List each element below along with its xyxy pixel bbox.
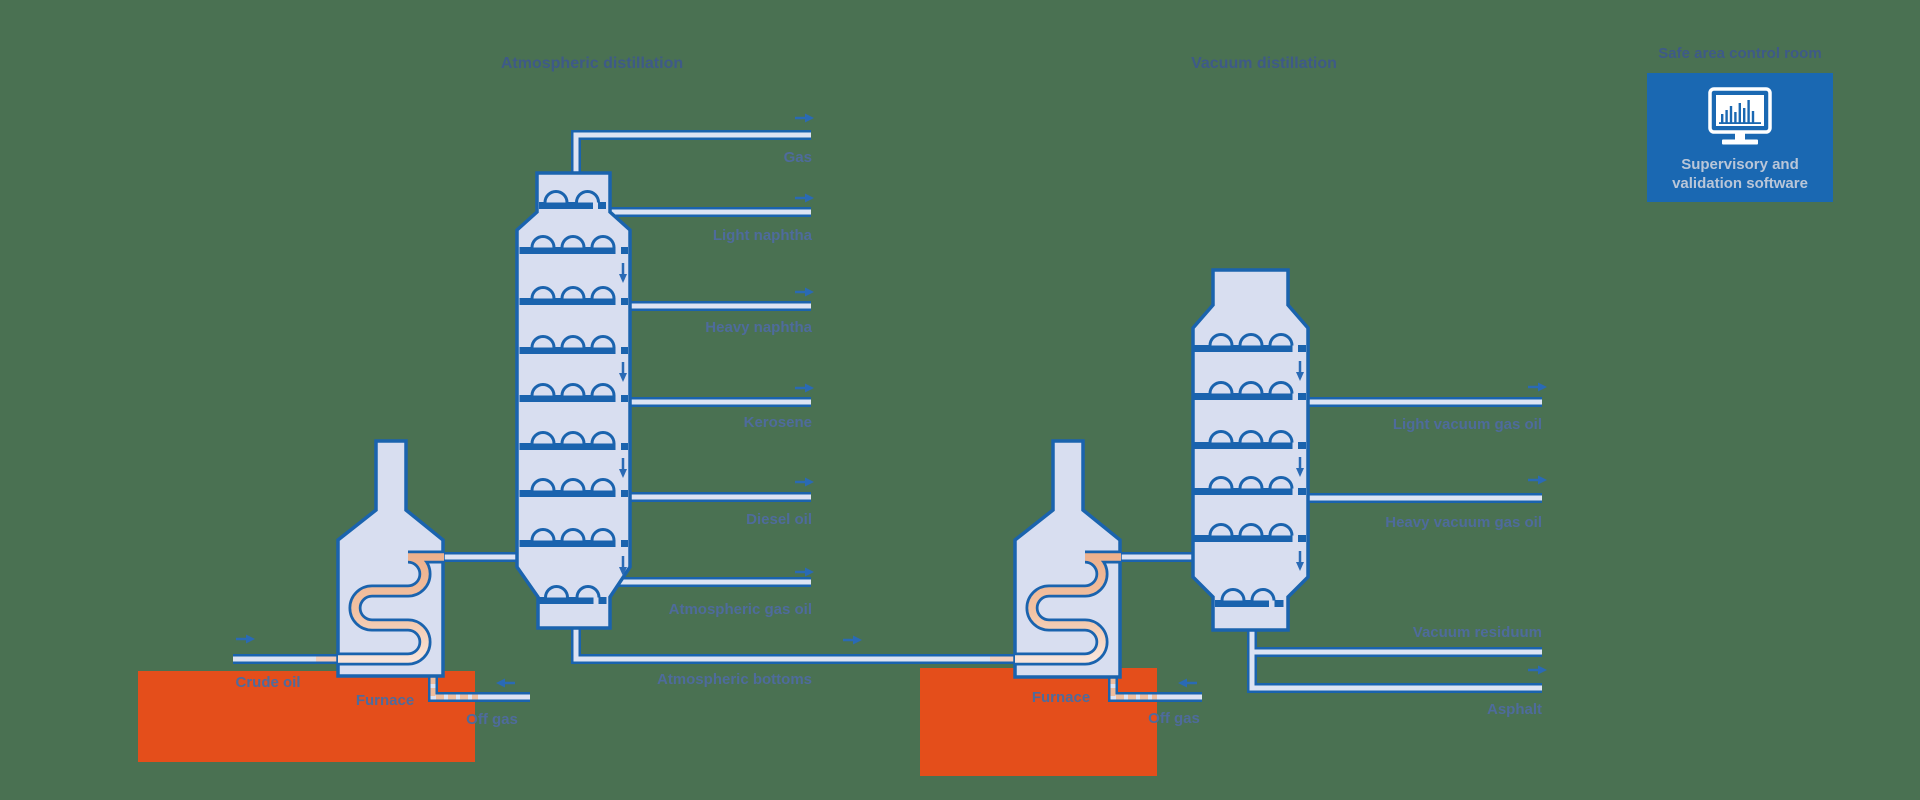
- pipe-network-fill: [233, 132, 1542, 700]
- furnace-1-coil: [338, 550, 444, 666]
- label-diesel-oil: Diesel oil: [746, 511, 812, 528]
- control-room-caption-line2: validation software: [1672, 175, 1808, 192]
- control-room-box: Supervisory and validation software: [1647, 73, 1833, 202]
- light-naphtha-flow-arrow: [793, 192, 816, 204]
- label-light-vacuum-gas-oil: Light vacuum gas oil: [1392, 416, 1542, 433]
- atmospheric-bottoms-flow-arrow: [841, 634, 864, 646]
- vacuum-distillation-title: Vacuum distillation: [1191, 55, 1337, 72]
- gas-flow-arrow: [793, 112, 816, 124]
- control-room-caption: Supervisory and validation software: [1672, 155, 1808, 193]
- label-crude-oil: Crude oil: [235, 674, 301, 691]
- residuum-asphalt-flow-arrow: [1526, 664, 1549, 676]
- monitor-bar-chart-icon: [1708, 87, 1772, 145]
- control-room-caption-line1: Supervisory and: [1681, 156, 1799, 173]
- heavy-vacuum-gas-oil-flow-arrow: [1526, 474, 1549, 486]
- atmospheric-column-trays: [520, 192, 629, 605]
- safe-area-control-room-title: Safe area control room: [1658, 45, 1822, 62]
- label-heavy-vacuum-gas-oil: Heavy vacuum gas oil: [1385, 514, 1542, 531]
- label-furnace-1: Furnace: [355, 692, 415, 709]
- atmospheric-gas-oil-flow-arrow: [793, 566, 816, 578]
- label-atmospheric-bottoms: Atmospheric bottoms: [656, 671, 812, 688]
- label-furnace-2: Furnace: [1031, 689, 1091, 706]
- hazardous-area-zone-2: [920, 668, 1157, 776]
- atmospheric-bottoms-pipe: [571, 620, 1018, 664]
- label-vacuum-residuum: Vacuum residuum: [1412, 624, 1542, 641]
- label-gas: Gas: [783, 149, 812, 166]
- crude-oil-flow-arrow: [234, 633, 257, 645]
- furnace-2-coil: [1015, 550, 1121, 666]
- hazardous-area-zone-1: [138, 671, 475, 762]
- label-heavy-naphtha: Heavy naphtha: [705, 319, 812, 336]
- label-offgas-1: Off gas: [466, 711, 518, 728]
- vacuum-column-vessel: [1191, 268, 1310, 632]
- label-offgas-2: Off gas: [1148, 710, 1200, 727]
- light-vacuum-gas-oil-flow-arrow: [1526, 381, 1549, 393]
- kerosene-flow-arrow: [793, 382, 816, 394]
- heavy-naphtha-flow-arrow: [793, 286, 816, 298]
- label-asphalt: Asphalt: [1486, 701, 1542, 718]
- label-kerosene: Kerosene: [743, 414, 812, 431]
- atmospheric-distillation-title: Atmospheric distillation: [500, 55, 684, 72]
- offgas1-flow-arrow: [494, 677, 517, 689]
- diesel-oil-flow-arrow: [793, 476, 816, 488]
- label-light-naphtha: Light naphtha: [712, 227, 812, 244]
- offgas2-flow-arrow: [1176, 677, 1199, 689]
- label-atmospheric-gas-oil: Atmospheric gas oil: [668, 601, 812, 618]
